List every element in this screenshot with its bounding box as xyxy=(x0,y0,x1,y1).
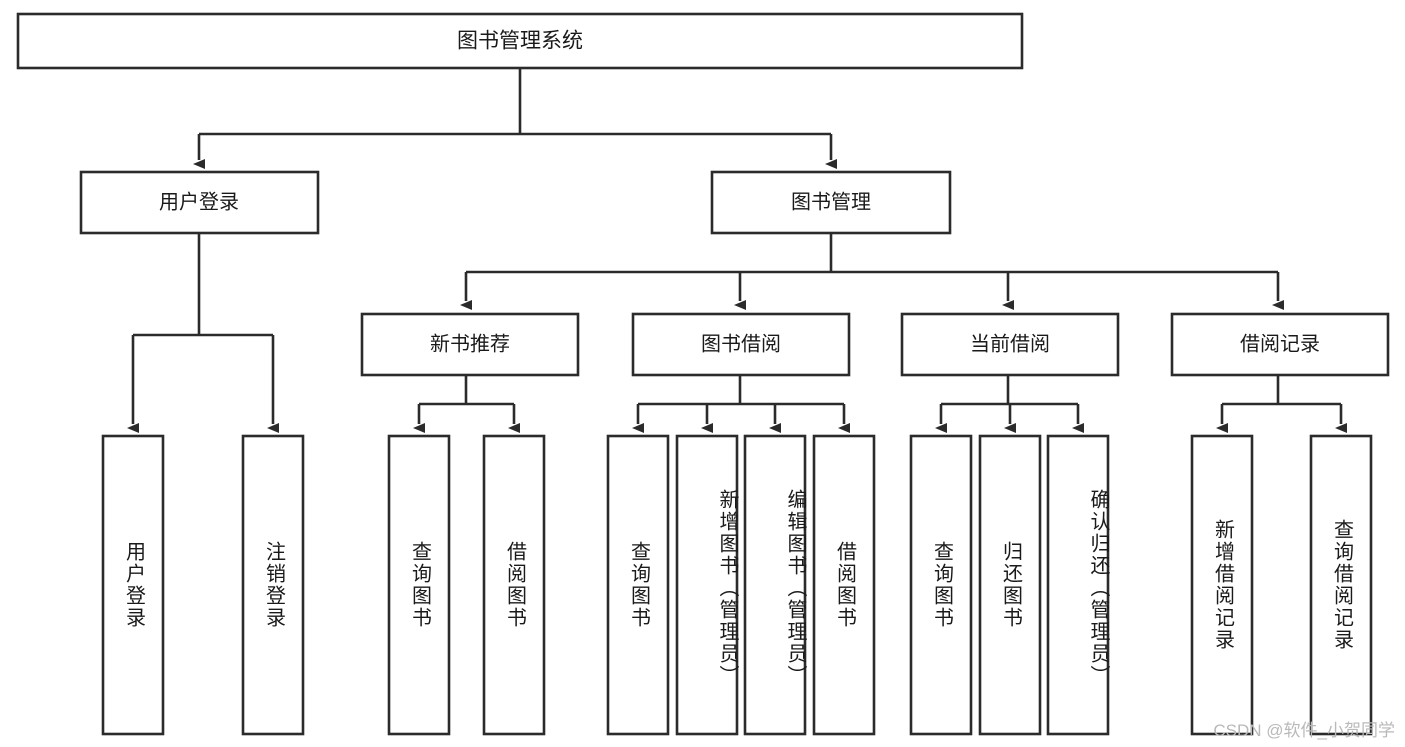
leaf-box-confirm-return[interactable] xyxy=(1046,434,1110,736)
node-book-manage[interactable]: 图书管理 xyxy=(710,170,952,235)
node-root-label: 图书管理系统 xyxy=(457,30,583,53)
node-book-borrow-label: 图书借阅 xyxy=(701,332,781,355)
leaf-box-logout-login[interactable] xyxy=(241,434,305,736)
leaf-box-query-book-1[interactable] xyxy=(387,434,451,736)
leaf-box-user-login[interactable] xyxy=(101,434,165,736)
leaf-box-borrow-book-2[interactable] xyxy=(812,434,876,736)
node-book-manage-label: 图书管理 xyxy=(791,190,871,213)
leaf-box-return-book[interactable] xyxy=(978,434,1042,736)
node-borrow-record-label: 借阅记录 xyxy=(1240,332,1320,355)
node-current-borrow[interactable]: 当前借阅 xyxy=(900,312,1120,377)
leaf-box-add-book[interactable] xyxy=(675,434,739,736)
node-borrow-record[interactable]: 借阅记录 xyxy=(1170,312,1390,377)
leaf-box-add-record[interactable] xyxy=(1190,434,1254,736)
node-book-manage-box[interactable] xyxy=(710,170,952,235)
node-book-borrow-box[interactable] xyxy=(631,312,851,377)
watermark-text: CSDN @软件_小贺同学 xyxy=(1213,721,1395,740)
leaf-box-query-record[interactable] xyxy=(1309,434,1373,736)
leaf-box-borrow-book-1[interactable] xyxy=(482,434,546,736)
node-user-login-box[interactable] xyxy=(79,170,320,235)
node-new-book-recommend[interactable]: 新书推荐 xyxy=(360,312,580,377)
node-user-login-label: 用户登录 xyxy=(159,190,239,213)
node-root[interactable]: 图书管理系统 xyxy=(16,12,1024,70)
node-borrow-record-box[interactable] xyxy=(1170,312,1390,377)
leaf-box-query-book-3[interactable] xyxy=(909,434,973,736)
leaf-boxes xyxy=(101,434,1373,736)
leaf-box-query-book-2[interactable] xyxy=(606,434,670,736)
node-current-borrow-box[interactable] xyxy=(900,312,1120,377)
node-book-borrow[interactable]: 图书借阅 xyxy=(631,312,851,377)
node-new-book-recommend-label: 新书推荐 xyxy=(430,332,510,355)
node-root-box[interactable] xyxy=(16,12,1024,70)
connector-layer xyxy=(127,68,1347,433)
node-new-book-recommend-box[interactable] xyxy=(360,312,580,377)
node-user-login[interactable]: 用户登录 xyxy=(79,170,320,235)
leaf-box-edit-book[interactable] xyxy=(743,434,807,736)
node-current-borrow-label: 当前借阅 xyxy=(970,332,1050,355)
